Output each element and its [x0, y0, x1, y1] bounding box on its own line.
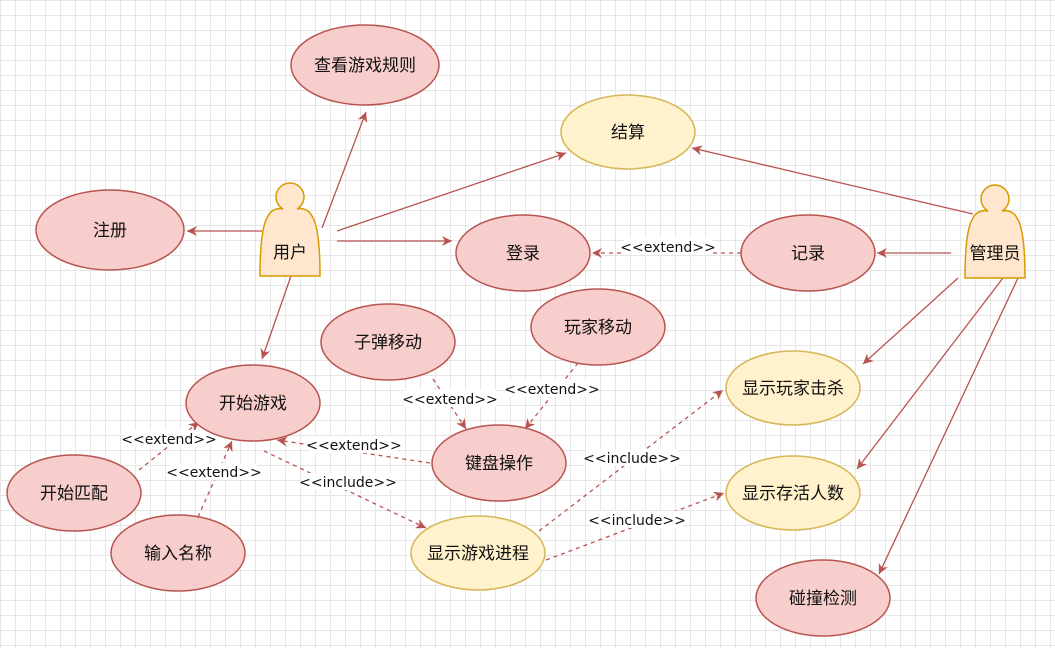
actor-user[interactable]: 用户 — [259, 182, 321, 277]
use-case-show-progress[interactable]: 显示游戏进程 — [410, 515, 546, 591]
use-case-show-kills[interactable]: 显示玩家击杀 — [725, 350, 861, 426]
label-alive-include: <<include>> — [588, 513, 686, 529]
use-case-start-match[interactable]: 开始匹配 — [6, 454, 142, 532]
use-case-start-game-label: 开始游戏 — [219, 394, 287, 414]
edge-bullet-keyboard[interactable] — [432, 378, 467, 430]
label-keyboard-extend: <<extend>> — [306, 438, 401, 454]
label-login-extend: <<extend>> — [620, 240, 715, 256]
edge-keyboard-start[interactable] — [276, 436, 431, 464]
use-case-collision-label: 碰撞检测 — [789, 589, 857, 609]
use-case-register-label: 注册 — [93, 221, 127, 241]
edge-labels: <<extend>> <<extend>> <<extend>> <<exten… — [121, 238, 716, 529]
use-case-settle-label: 结算 — [611, 123, 645, 143]
use-cases: 查看游戏规则 注册 结算 登录 记录 子弹移动 玩家移动 开始游戏 — [6, 24, 891, 637]
use-case-bullet-move-label: 子弹移动 — [354, 333, 422, 353]
use-case-rules[interactable]: 查看游戏规则 — [290, 24, 440, 106]
use-case-collision[interactable]: 碰撞检测 — [755, 559, 891, 637]
label-player-extend: <<extend>> — [504, 382, 599, 398]
use-case-player-move-label: 玩家移动 — [564, 318, 632, 338]
label-name-extend: <<extend>> — [166, 465, 261, 481]
actor-user-figure — [259, 182, 321, 277]
use-case-input-name[interactable]: 输入名称 — [110, 514, 246, 592]
use-case-player-move[interactable]: 玩家移动 — [530, 288, 666, 366]
label-match-extend: <<extend>> — [121, 432, 216, 448]
edge-admin-show-alive[interactable] — [856, 277, 1004, 470]
use-case-show-alive[interactable]: 显示存活人数 — [725, 455, 861, 531]
label-start-include: <<include>> — [299, 475, 397, 491]
use-case-start-match-label: 开始匹配 — [40, 484, 108, 504]
use-case-settle[interactable]: 结算 — [560, 94, 696, 170]
actor-admin-figure — [964, 184, 1026, 279]
edge-admin-collision[interactable] — [878, 277, 1019, 575]
use-case-record[interactable]: 记录 — [740, 214, 876, 292]
actor-admin-label: 管理员 — [970, 244, 1021, 264]
use-case-login[interactable]: 登录 — [455, 214, 591, 292]
actor-admin[interactable]: 管理员 — [964, 184, 1026, 279]
label-kills-include: <<include>> — [583, 451, 681, 467]
edge-admin-settle[interactable] — [691, 145, 974, 215]
use-case-rules-label: 查看游戏规则 — [314, 56, 416, 76]
use-case-record-label: 记录 — [791, 244, 825, 264]
use-case-keyboard[interactable]: 键盘操作 — [431, 424, 567, 502]
use-case-bullet-move[interactable]: 子弹移动 — [320, 303, 456, 381]
use-case-start-game[interactable]: 开始游戏 — [185, 364, 321, 442]
use-case-login-label: 登录 — [506, 244, 540, 264]
use-case-keyboard-label: 键盘操作 — [465, 454, 533, 474]
edge-admin-show-kills[interactable] — [862, 277, 959, 365]
edge-user-rules[interactable] — [321, 111, 368, 229]
use-case-show-alive-label: 显示存活人数 — [742, 484, 844, 504]
use-case-register[interactable]: 注册 — [35, 189, 185, 271]
use-case-show-kills-label: 显示玩家击杀 — [742, 379, 844, 399]
use-case-input-name-label: 输入名称 — [144, 544, 212, 564]
actor-user-label: 用户 — [273, 243, 307, 263]
edge-user-start-game[interactable] — [260, 275, 292, 360]
edge-user-settle[interactable] — [336, 151, 567, 232]
label-bullet-extend: <<extend>> — [402, 392, 497, 408]
use-case-show-progress-label: 显示游戏进程 — [427, 544, 529, 564]
